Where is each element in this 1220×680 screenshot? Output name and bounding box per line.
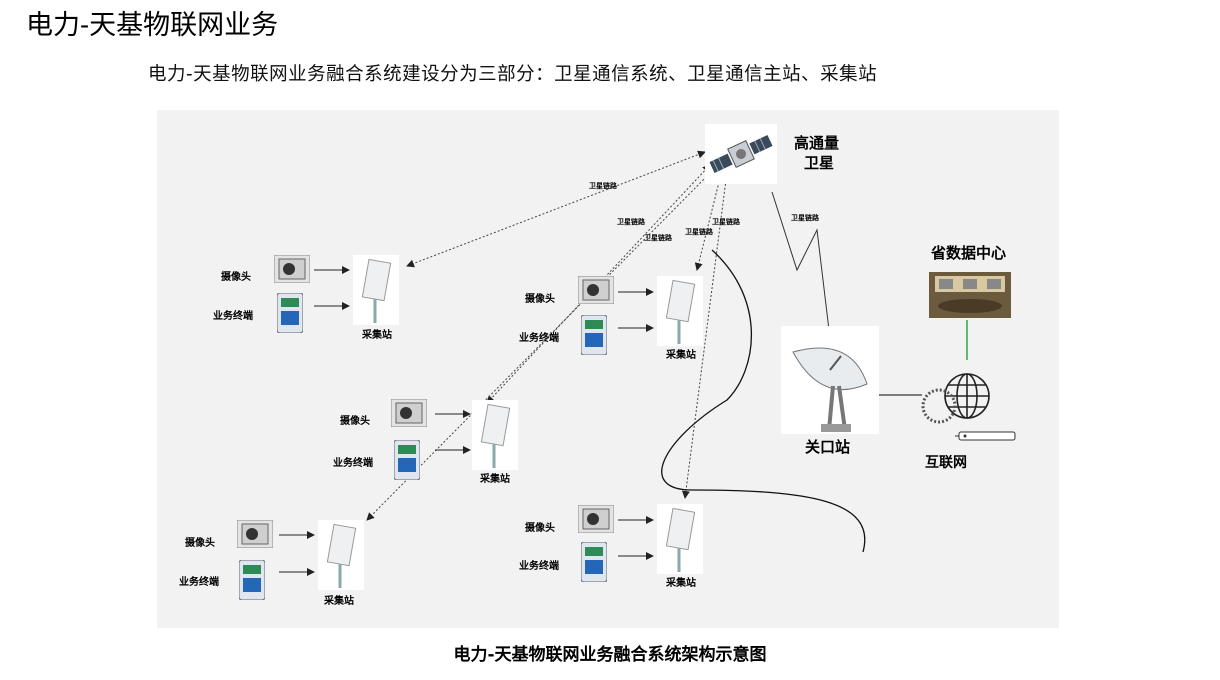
collection-station-icon <box>472 400 518 474</box>
data-center-label: 省数据中心 <box>931 244 1007 262</box>
station-label: 采集站 <box>324 596 354 607</box>
sat-link-label: 卫星链路 <box>617 218 645 226</box>
sat-link-line-1 <box>406 150 706 268</box>
camera-label: 摄像头 <box>525 523 555 534</box>
terminal-label: 业务终端 <box>519 561 559 572</box>
globe-icon <box>919 370 1029 454</box>
camera-icon <box>390 398 428 431</box>
collection-station-icon <box>657 504 703 578</box>
sat-link-label: 卫星链路 <box>712 218 740 226</box>
station-label: 采集站 <box>666 578 696 589</box>
page-subtitle: 电力-天基物联网业务融合系统建设分为三部分：卫星通信系统、卫星通信主站、采集站 <box>148 64 878 85</box>
sat-link-label: 卫星链路 <box>644 234 672 242</box>
collection-station-icon <box>353 255 399 329</box>
meter-icon <box>276 292 304 337</box>
wired-curve <box>661 249 866 553</box>
meter-icon <box>580 314 608 359</box>
sat-link-line-3 <box>366 167 716 521</box>
terminal-label: 业务终端 <box>333 458 373 469</box>
camera-icon <box>577 504 615 537</box>
sat-link-label: 卫星链路 <box>685 228 713 236</box>
camera-icon <box>273 254 311 287</box>
meter-icon <box>238 559 266 604</box>
meter-icon <box>393 439 421 484</box>
camera-label: 摄像头 <box>340 416 370 427</box>
satellite-label-2: 卫星 <box>804 154 835 172</box>
meter-icon <box>580 541 608 586</box>
camera-label: 摄像头 <box>185 538 215 549</box>
collection-station-icon <box>657 276 703 350</box>
sat-gateway-link <box>771 191 830 331</box>
camera-icon <box>236 519 274 552</box>
camera-icon <box>577 275 615 308</box>
station-label: 采集站 <box>480 474 510 485</box>
satellite-label-1: 高通量 <box>794 134 840 152</box>
camera-label: 摄像头 <box>221 272 251 283</box>
collection-station-icon <box>318 520 364 594</box>
internet-label: 互联网 <box>925 455 967 471</box>
sat-link-label: 卫星链路 <box>791 214 819 222</box>
gateway-label: 关口站 <box>805 438 851 456</box>
architecture-diagram: 高通量 卫星 卫星链路 卫星链路 卫星链路 卫星链路 卫星链路 卫星链路 关口站… <box>157 110 1059 628</box>
station-label: 采集站 <box>666 350 696 361</box>
data-center-photo <box>929 272 1011 322</box>
diagram-caption: 电力-天基物联网业务融合系统架构示意图 <box>453 645 767 665</box>
sat-link-label: 卫星链路 <box>589 182 617 190</box>
terminal-label: 业务终端 <box>179 577 219 588</box>
camera-label: 摄像头 <box>525 294 555 305</box>
terminal-label: 业务终端 <box>519 333 559 344</box>
page-title: 电力-天基物联网业务 <box>26 10 279 41</box>
sat-link-line-5 <box>681 171 731 499</box>
terminal-label: 业务终端 <box>213 311 253 322</box>
station-label: 采集站 <box>362 330 392 341</box>
satellite-dish-icon <box>781 326 879 438</box>
satellite-icon <box>705 124 777 188</box>
diagram-connections <box>279 150 968 576</box>
